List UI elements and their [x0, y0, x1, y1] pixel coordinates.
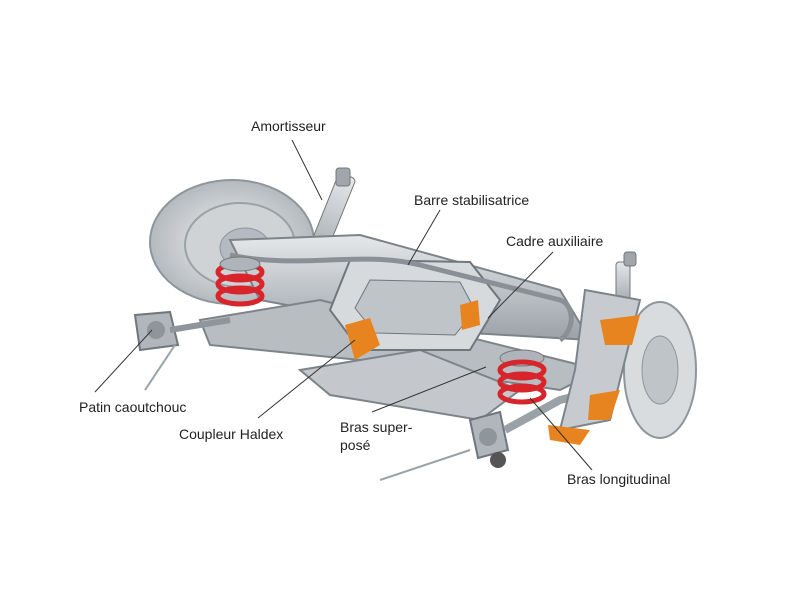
label-coupleur-haldex: Coupleur Haldex: [179, 425, 283, 443]
leader-amortisseur: [292, 140, 322, 200]
left-rubber-mount: [135, 312, 230, 390]
label-patin-caoutchouc: Patin caoutchouc: [79, 398, 186, 416]
leader-patin: [95, 330, 152, 392]
label-barre-stabilisatrice: Barre stabilisatrice: [414, 191, 529, 209]
label-bras-longitudinal: Bras longitudinal: [567, 470, 671, 488]
label-amortisseur: Amortisseur: [251, 117, 326, 135]
label-cadre-auxiliaire: Cadre auxiliaire: [506, 232, 603, 250]
label-bras-superpose-line1: Bras super-: [340, 418, 412, 436]
label-bras-superpose-line2: posé: [340, 436, 370, 454]
